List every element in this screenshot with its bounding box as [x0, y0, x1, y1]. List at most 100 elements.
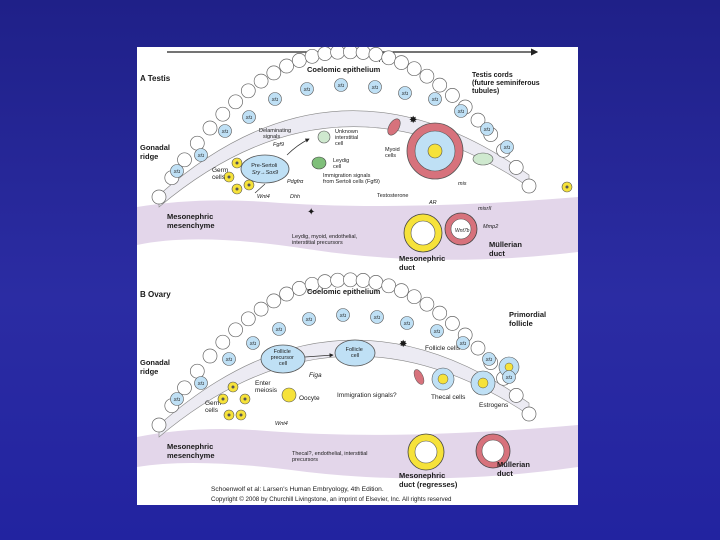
sf1-cell — [368, 80, 382, 94]
sf1-cell — [170, 164, 184, 178]
epithelial-cell — [291, 281, 307, 296]
pre-sertoli-label: Pre-Sertoli Sry→Sox9 — [251, 163, 279, 176]
sf1-cell — [398, 86, 412, 100]
epithelial-cell — [240, 83, 256, 99]
oocyte-label: Oocyte — [299, 395, 320, 402]
sf1-label: Sf1 — [506, 375, 513, 380]
mmp2-label: Mmp2 — [483, 224, 498, 230]
panel-ovary: B Ovary Coelomic epithelium Primordial f… — [137, 272, 578, 489]
pdgfra-label: Pdgfrα — [287, 179, 304, 185]
oocyte-cell — [281, 387, 297, 403]
sf1-label: Sf1 — [250, 341, 257, 346]
epithelial-cell — [151, 189, 167, 205]
sf1-label: Sf1 — [246, 115, 253, 120]
sf1-cell — [500, 140, 514, 154]
epithelial-cell — [253, 301, 269, 317]
wnt4-inhibit-line — [254, 183, 266, 194]
gonadal-ridge-label: Gonadal ridge — [140, 143, 172, 161]
sf1-cell — [272, 322, 286, 336]
epithelial-cell — [445, 316, 460, 331]
sf1-cell — [246, 336, 260, 350]
mesonephric-mesenchyme-band-b — [137, 425, 578, 479]
sf1-cell — [428, 92, 442, 106]
sf1-cell — [480, 122, 494, 136]
follicle-cell — [334, 339, 376, 367]
follicle-arrow — [304, 353, 334, 358]
panel-a-title: A Testis — [140, 74, 171, 83]
ar-label: AR — [428, 200, 437, 206]
sf1-cell — [456, 336, 470, 350]
epithelial-cell — [521, 178, 537, 194]
coelomic-label-b: Coelomic epithelium — [307, 287, 381, 296]
thecal-cell — [413, 369, 425, 385]
immigration-label: Immigration signals from Sertoli cells (… — [323, 173, 380, 185]
panel-testis: A Testis Coelomic epithelium Testis cord… — [137, 47, 578, 272]
epithelial-cell — [215, 334, 231, 350]
sf1-label: Sf1 — [484, 127, 491, 132]
germ-cells-a — [223, 157, 573, 195]
fgf9-label: Fgf9 — [273, 142, 284, 148]
interstitial-cell — [317, 130, 331, 144]
follicle-cell-label: Follicle cell — [346, 347, 365, 359]
germ-cells-label-b: Germ cells — [205, 400, 223, 414]
coelomic-epithelium-cells-b — [151, 272, 537, 433]
dhh-label: Dhh — [290, 194, 300, 200]
sf1-label: Sf1 — [174, 169, 181, 174]
sf1-label: Sf1 — [276, 327, 283, 332]
primordial-follicle-label: Primordial follicle — [509, 310, 548, 328]
testis-cords-label: Testis cords (future seminiferous tubule… — [472, 72, 542, 95]
wnt4-label: Wnt4 — [257, 194, 270, 200]
sf1-cell — [502, 370, 516, 384]
sf1-label: Sf1 — [198, 153, 205, 158]
epithelial-cell — [521, 406, 537, 422]
sf1-label: Sf1 — [458, 109, 465, 114]
epithelial-cell — [470, 340, 486, 356]
epithelial-cell — [355, 273, 371, 288]
embryology-figure: Time A Testis Coelomic epithelium Testis… — [137, 47, 578, 505]
sf1-cell — [300, 82, 314, 96]
wnt4-label-b: Wnt4 — [275, 421, 288, 427]
estrogens-label: Estrogens — [479, 402, 509, 409]
precursors-label: Leydig, myoid, endothelial, interstitial… — [292, 234, 359, 246]
mesonephric-mesenchyme-label: Mesonephric mesenchyme — [167, 212, 215, 230]
sf1-label: Sf1 — [460, 341, 467, 346]
sf1-label: Sf1 — [174, 397, 181, 402]
mis-label: mis — [458, 181, 467, 187]
coelomic-label: Coelomic epithelium — [307, 65, 381, 74]
panel-b-title: B Ovary — [140, 290, 171, 299]
epithelial-cell — [177, 380, 192, 396]
gonad-development-diagram: Time A Testis Coelomic epithelium Testis… — [137, 47, 578, 503]
epithelial-cell — [330, 272, 345, 288]
thecal-cells-label: Thecal cells — [431, 394, 466, 401]
sf1-cell — [400, 316, 414, 330]
sf1-label: Sf1 — [372, 85, 379, 90]
delaminating-arrow — [286, 138, 310, 156]
epithelial-cell — [419, 296, 435, 312]
epithelial-cell — [215, 106, 231, 122]
epithelial-cell — [304, 48, 320, 64]
sf1-label: Sf1 — [304, 87, 311, 92]
sf1-label: Sf1 — [402, 91, 409, 96]
sf1-cell — [218, 124, 232, 138]
epithelial-cell — [406, 289, 422, 305]
sf1-label: Sf1 — [340, 313, 347, 318]
follicle-precursor-cell — [260, 344, 306, 374]
sf1-label: Sf1 — [338, 83, 345, 88]
epithelial-cell — [330, 47, 345, 60]
credit-line-1: Schoenwolf et al: Larsen's Human Embryol… — [211, 486, 384, 493]
sf1-cell — [454, 104, 468, 118]
sf1-label: Sf1 — [272, 97, 279, 102]
epithelial-cell — [266, 293, 282, 309]
epithelial-cell — [240, 311, 256, 327]
epithelial-cell — [368, 47, 384, 62]
misrii-label: misrII — [478, 206, 492, 212]
follicle-cells-label: Follicle cells — [425, 345, 461, 352]
wnt7b-label: Wnt7b — [455, 228, 470, 234]
epithelial-cell — [394, 283, 409, 298]
epithelial-cell — [202, 348, 218, 364]
epithelial-cell — [151, 417, 167, 433]
mesonephric-duct-label-b: Mesonephric duct (regresses) — [399, 471, 458, 489]
precursor-cell-icon: ✦ — [307, 207, 315, 218]
